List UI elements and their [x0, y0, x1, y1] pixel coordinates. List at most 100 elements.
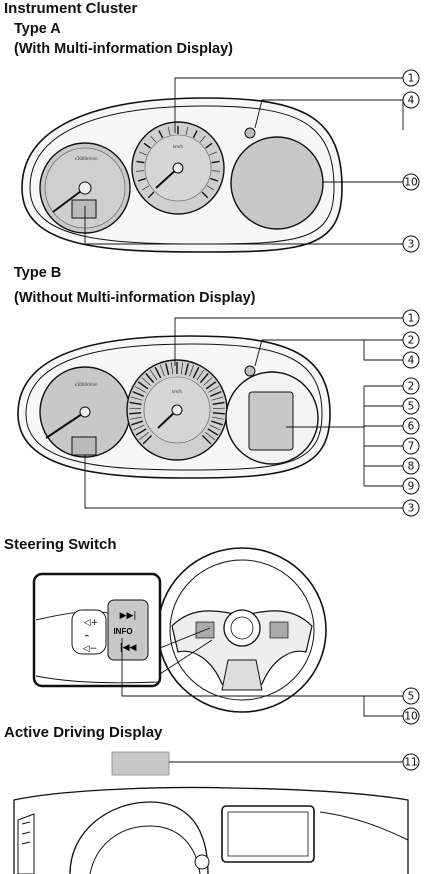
gauge-tick: [192, 130, 198, 139]
gauge-tick: [132, 390, 145, 397]
gauge-tick: [209, 424, 221, 431]
speedometer-b: km/h: [126, 359, 228, 461]
callout-number: 4: [408, 355, 415, 367]
gauge-tick: [137, 381, 149, 390]
gauge-tick: [212, 416, 225, 420]
gauge-tick: [209, 151, 217, 156]
gauge-tick: [205, 142, 213, 149]
callout-type_a-1: [402, 91, 420, 109]
callout-number: 5: [408, 401, 415, 413]
callout-number: 6: [408, 421, 415, 433]
title-steering-switch: Steering Switch: [4, 536, 117, 553]
info-display: [248, 391, 294, 451]
callout-type_a-3: [402, 235, 420, 253]
speedo-unit-label-b: km/h: [172, 389, 183, 394]
title-instrument-cluster: Instrument Cluster: [4, 0, 138, 17]
gauge-tick: [129, 416, 142, 420]
callout-number: 11: [404, 757, 417, 769]
gauge-tick: [142, 185, 150, 191]
gauge-tick: [205, 432, 215, 440]
gauge-tick: [203, 377, 213, 386]
gauge-tick: [137, 177, 146, 182]
gauge-tick: [206, 185, 214, 191]
gauge-tick: [135, 428, 147, 436]
gauge-tick: [208, 386, 220, 393]
gauge-tick: [133, 424, 145, 431]
tachometer: x1000r/min: [39, 142, 131, 234]
gauge-tick: [141, 377, 151, 386]
gauge-tick: [212, 401, 225, 406]
gauge-tick: [201, 434, 212, 445]
gauge-tick: [142, 434, 153, 445]
gauge-tick: [158, 130, 164, 139]
steering-wheel: [157, 547, 327, 713]
gauge-tick: [136, 170, 145, 172]
callout-steering-1: [402, 707, 420, 725]
gauge-tick: [145, 373, 155, 384]
gauge-tick: [184, 363, 189, 376]
volume-up-icon[interactable]: ◁+: [84, 618, 98, 628]
callout-type_a-2: [402, 173, 420, 191]
callout-steering-0: [402, 687, 420, 705]
callout-number: 2: [408, 381, 415, 393]
gauge-tick: [207, 428, 219, 436]
callout-type_b-3: [402, 377, 420, 395]
title-type-a-note: (With Multi-information Display): [14, 41, 233, 57]
gauge-tick: [139, 432, 149, 440]
title-type-b: Type B: [14, 265, 62, 281]
gauge-tick: [196, 369, 204, 381]
gauge-tick: [150, 369, 158, 381]
gauge-tick: [136, 160, 145, 164]
callout-number: 7: [408, 441, 415, 453]
callout-number: 10: [404, 177, 417, 189]
gauge-tick: [210, 177, 219, 182]
callout-type_b-2: [402, 351, 420, 369]
gauge-tick: [134, 386, 146, 393]
callout-number: 2: [408, 335, 415, 347]
gauge-tick: [211, 420, 223, 426]
gauge-tick: [171, 362, 174, 375]
title-active-driving-display: Active Driving Display: [4, 724, 163, 741]
callout-type_b-5: [402, 417, 420, 435]
speedo-unit-label: km/h: [173, 144, 184, 149]
gauge-tick: [154, 366, 162, 379]
cluster-type-a: x1000r/min km/h: [21, 97, 343, 253]
callout-type_a-0: [402, 69, 420, 87]
callout-number: 8: [408, 461, 415, 473]
gauge-tick: [209, 390, 222, 397]
volume-down-icon[interactable]: ◁−: [83, 644, 97, 654]
gauge-tick: [129, 412, 142, 415]
gauge-tick: [139, 151, 147, 156]
callout-type_b-9: [402, 499, 420, 517]
gauge-tick: [147, 191, 155, 199]
gauge-tick: [165, 363, 170, 376]
callout-number: 1: [408, 313, 415, 325]
gauge-tick: [211, 160, 220, 164]
gauge-tick: [180, 362, 183, 375]
callout-number: 4: [408, 95, 415, 107]
gauge-tick: [131, 420, 143, 426]
gauge-tick: [167, 127, 171, 136]
gauge-tick: [199, 373, 209, 384]
warning-light: [244, 127, 256, 139]
tacho-unit-label-b: x1000r/min: [74, 382, 98, 387]
voice-icon[interactable]: ⌁: [85, 631, 90, 640]
callout-type_b-0: [402, 309, 420, 327]
callout-number: 9: [408, 481, 415, 493]
gauge-tick: [129, 401, 142, 406]
cluster-type-b: x1000r/min km/h: [17, 335, 331, 479]
tacho-unit-label: x1000r/min: [74, 156, 98, 161]
gauge-tick: [212, 412, 225, 415]
previous-track-icon[interactable]: |◀◀: [120, 643, 137, 653]
dashboard: [13, 786, 409, 874]
info-button[interactable]: INFO: [113, 627, 132, 636]
callout-type_b-4: [402, 397, 420, 415]
gauge-tick: [192, 366, 200, 379]
callout-number: 1: [408, 73, 415, 85]
steering-switch-inset: ◁+ ⌁ ◁− ▶▶| INFO |◀◀: [32, 572, 213, 688]
callout-type_b-8: [402, 477, 420, 495]
active-driving-display: [111, 751, 170, 776]
multi-information-display: [230, 136, 324, 230]
next-track-icon[interactable]: ▶▶|: [120, 611, 137, 621]
tachometer-b: x1000r/min: [39, 366, 131, 458]
